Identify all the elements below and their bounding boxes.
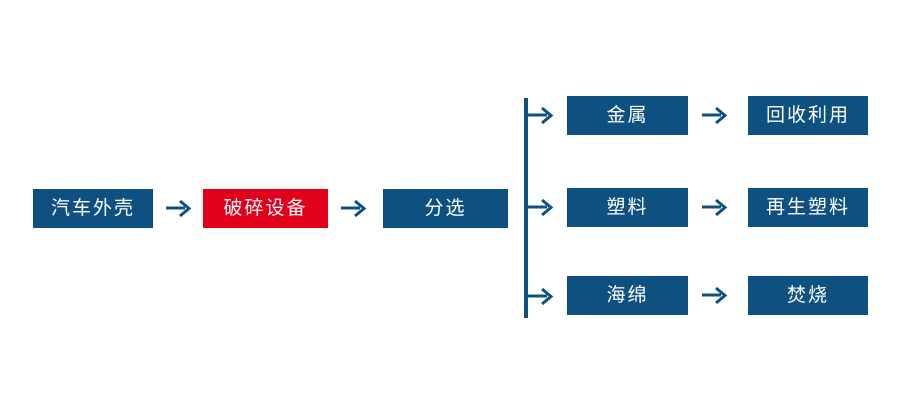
node-metal-outcome[interactable]: 回收利用 [748, 96, 868, 135]
node-label: 焚烧 [786, 285, 829, 306]
arrow-right-icon-sponge-to-incineration [702, 283, 730, 309]
arrow-right-icon-plastic-to-regenerated [702, 195, 730, 221]
node-label: 汽车外壳 [50, 198, 135, 219]
arrow-right-icon-crusher-to-sorting [341, 196, 369, 222]
node-label: 分选 [424, 198, 467, 219]
node-label: 再生塑料 [765, 197, 850, 218]
node-sponge-outcome[interactable]: 焚烧 [748, 276, 868, 315]
node-label: 海绵 [606, 285, 649, 306]
node-label: 金属 [606, 105, 649, 126]
node-label: 塑料 [606, 197, 649, 218]
node-car-shell[interactable]: 汽车外壳 [33, 189, 153, 228]
node-label: 回收利用 [765, 105, 850, 126]
arrow-right-icon-car-shell-to-crusher [166, 196, 194, 222]
node-sorting[interactable]: 分选 [383, 189, 508, 228]
branch-arrow-right-icon-plastic [526, 196, 556, 218]
node-sponge-material[interactable]: 海绵 [567, 276, 688, 315]
node-metal-material[interactable]: 金属 [567, 96, 688, 135]
node-label: 破碎设备 [223, 198, 308, 219]
node-crusher[interactable]: 破碎设备 [203, 189, 328, 228]
arrow-right-icon-metal-to-recycle [702, 103, 730, 129]
branch-arrow-right-icon-sponge [526, 285, 556, 307]
branch-arrow-right-icon-metal [526, 104, 556, 126]
node-plastic-outcome[interactable]: 再生塑料 [748, 188, 868, 227]
node-plastic-material[interactable]: 塑料 [567, 188, 688, 227]
